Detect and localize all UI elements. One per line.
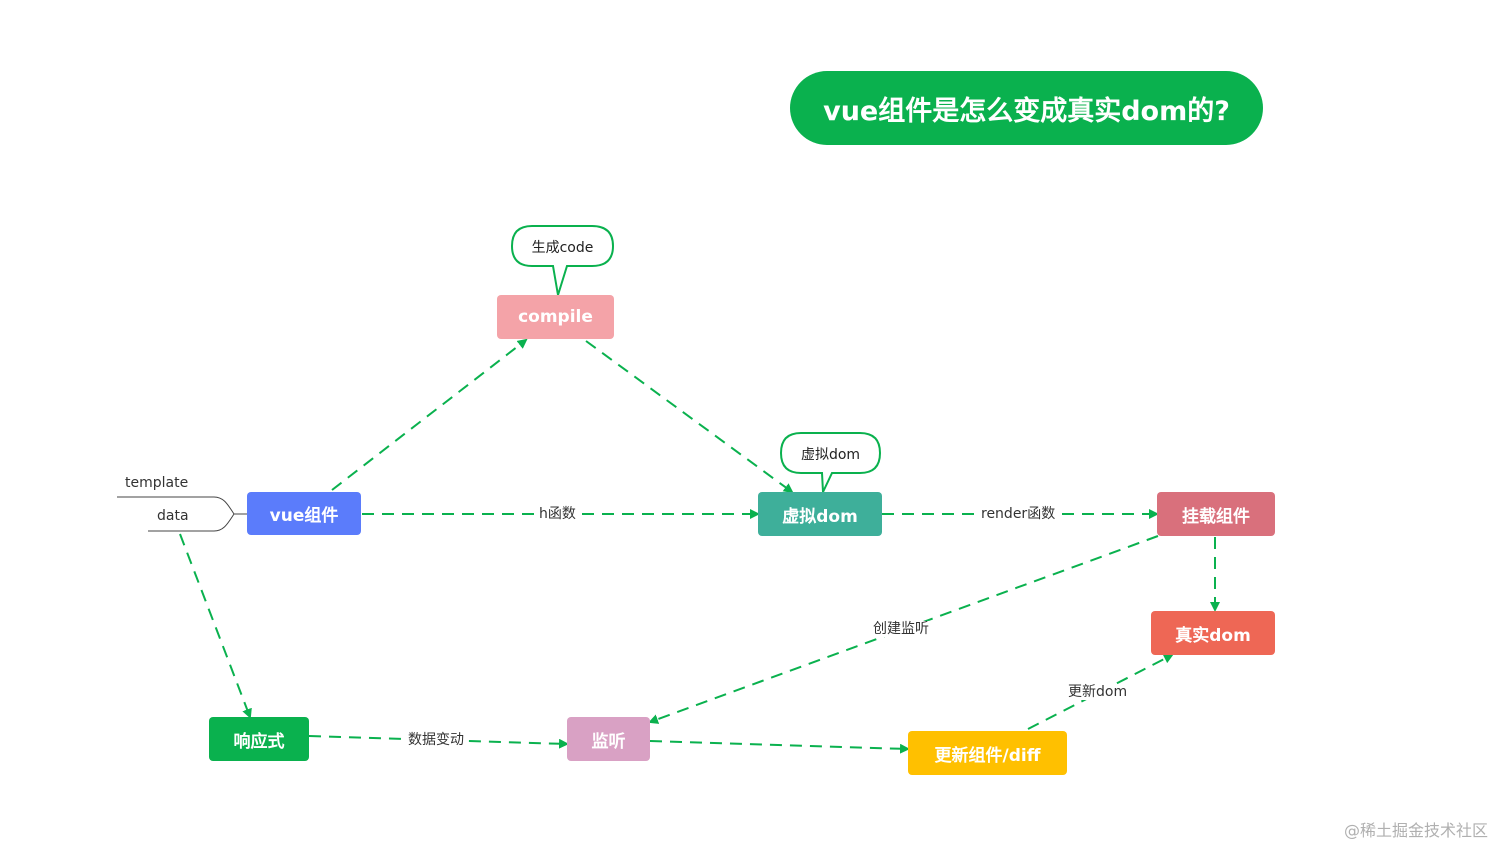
edge-label-render-function: render函数: [980, 506, 1057, 522]
edge-label-data-change: 数据变动: [407, 732, 465, 748]
node-virtual-dom: 虚拟dom: [758, 492, 882, 536]
node-reactive: 响应式: [209, 717, 309, 761]
node-vue-component: vue组件: [247, 492, 361, 535]
callout-virtual-dom-text: 虚拟dom: [800, 447, 861, 463]
callout-virtual-dom: [779, 432, 882, 493]
watermark: @稀土掘金技术社区: [1343, 821, 1488, 840]
node-mount: 挂载组件: [1157, 492, 1275, 536]
callout-generate-code: [510, 225, 615, 296]
callout-generate-code-text: 生成code: [531, 240, 594, 256]
edge-data-to-reactive: [179, 533, 252, 719]
edge-label-create-watcher: 创建监听: [872, 621, 930, 637]
node-update: 更新组件/diff: [908, 731, 1067, 775]
input-data-label: data: [157, 508, 189, 524]
edge-vue-to-compile: [331, 338, 528, 491]
diagram-title: vue组件是怎么变成真实dom的?: [790, 71, 1263, 145]
input-template-label: template: [125, 475, 189, 491]
input-bracket: [117, 496, 247, 532]
edge-compile-to-vdom: [585, 340, 794, 494]
edge-label-update-dom: 更新dom: [1067, 684, 1129, 700]
edge-watcher-to-update: [649, 740, 910, 754]
node-real-dom: 真实dom: [1151, 611, 1275, 655]
node-watcher: 监听: [567, 717, 650, 761]
edge-label-h-function: h函数: [538, 506, 577, 522]
node-compile: compile: [497, 295, 614, 339]
